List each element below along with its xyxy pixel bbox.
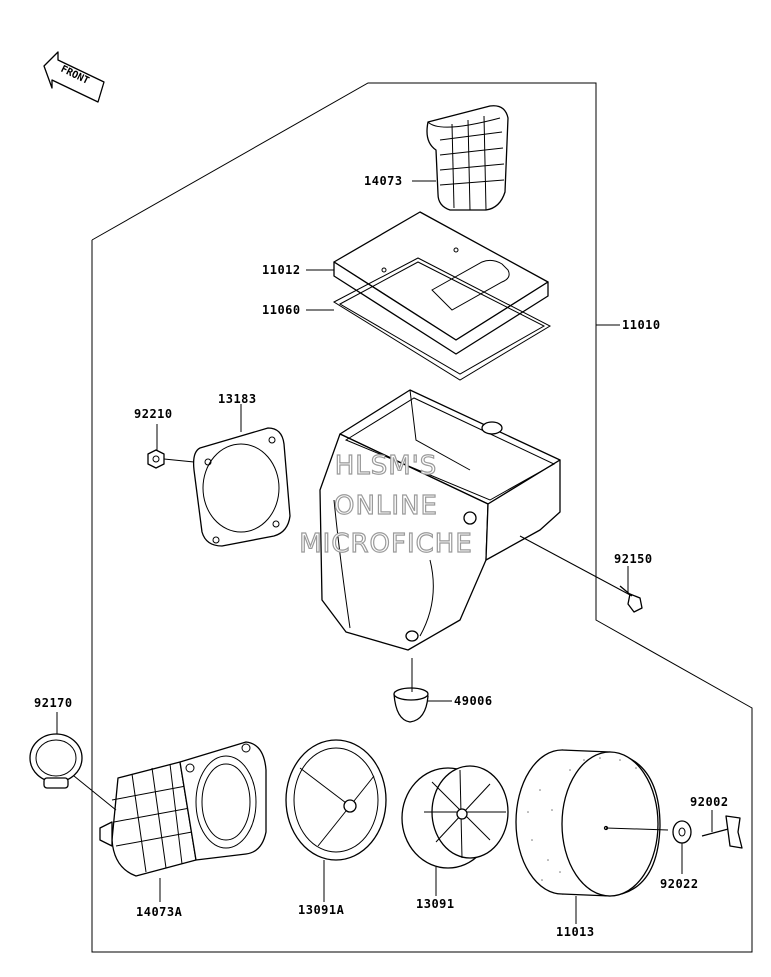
label-92022: 92022 <box>660 877 699 891</box>
frame-13091 <box>401 765 509 869</box>
clamp-92170 <box>29 733 83 789</box>
nut-92210 <box>147 449 165 469</box>
holder-13091A <box>285 739 387 861</box>
cap-49006 <box>393 687 429 723</box>
label-11012: 11012 <box>262 263 301 277</box>
watermark-line-1: HLSM'S <box>335 451 438 481</box>
label-14073A: 14073A <box>136 905 183 919</box>
leader-lines <box>56 180 713 924</box>
intake-duct-14073 <box>426 105 509 211</box>
plate-13183 <box>192 427 291 547</box>
part-labels: 14073 11012 11060 11010 92210 13183 9215… <box>34 174 729 939</box>
label-92002: 92002 <box>690 795 729 809</box>
wingbolt-92002 <box>701 815 743 849</box>
label-49006: 49006 <box>454 694 493 708</box>
bolt-92150 <box>619 585 643 613</box>
front-arrow-icon: FRONT <box>43 51 105 103</box>
label-13091A: 13091A <box>298 903 345 917</box>
watermark: HLSM'S ONLINE MICROFICHE <box>299 450 473 559</box>
label-13091: 13091 <box>416 897 455 911</box>
label-13183: 13183 <box>218 392 257 406</box>
label-92170: 92170 <box>34 696 73 710</box>
label-11013: 11013 <box>556 925 595 939</box>
label-14073: 14073 <box>364 174 403 188</box>
watermark-line-3: MICROFICHE <box>299 529 473 559</box>
air-case-11010 <box>319 389 561 651</box>
assembly-frame <box>91 82 753 953</box>
label-11060: 11060 <box>262 303 301 317</box>
duct-14073A <box>99 741 267 877</box>
washer-92022 <box>672 820 692 844</box>
label-11010: 11010 <box>622 318 661 332</box>
cover-11012 <box>333 211 549 355</box>
filter-element-11013 <box>515 749 661 897</box>
label-92150: 92150 <box>614 552 653 566</box>
label-92210: 92210 <box>134 407 173 421</box>
gasket-11060 <box>332 257 552 381</box>
watermark-line-2: ONLINE <box>334 491 438 521</box>
